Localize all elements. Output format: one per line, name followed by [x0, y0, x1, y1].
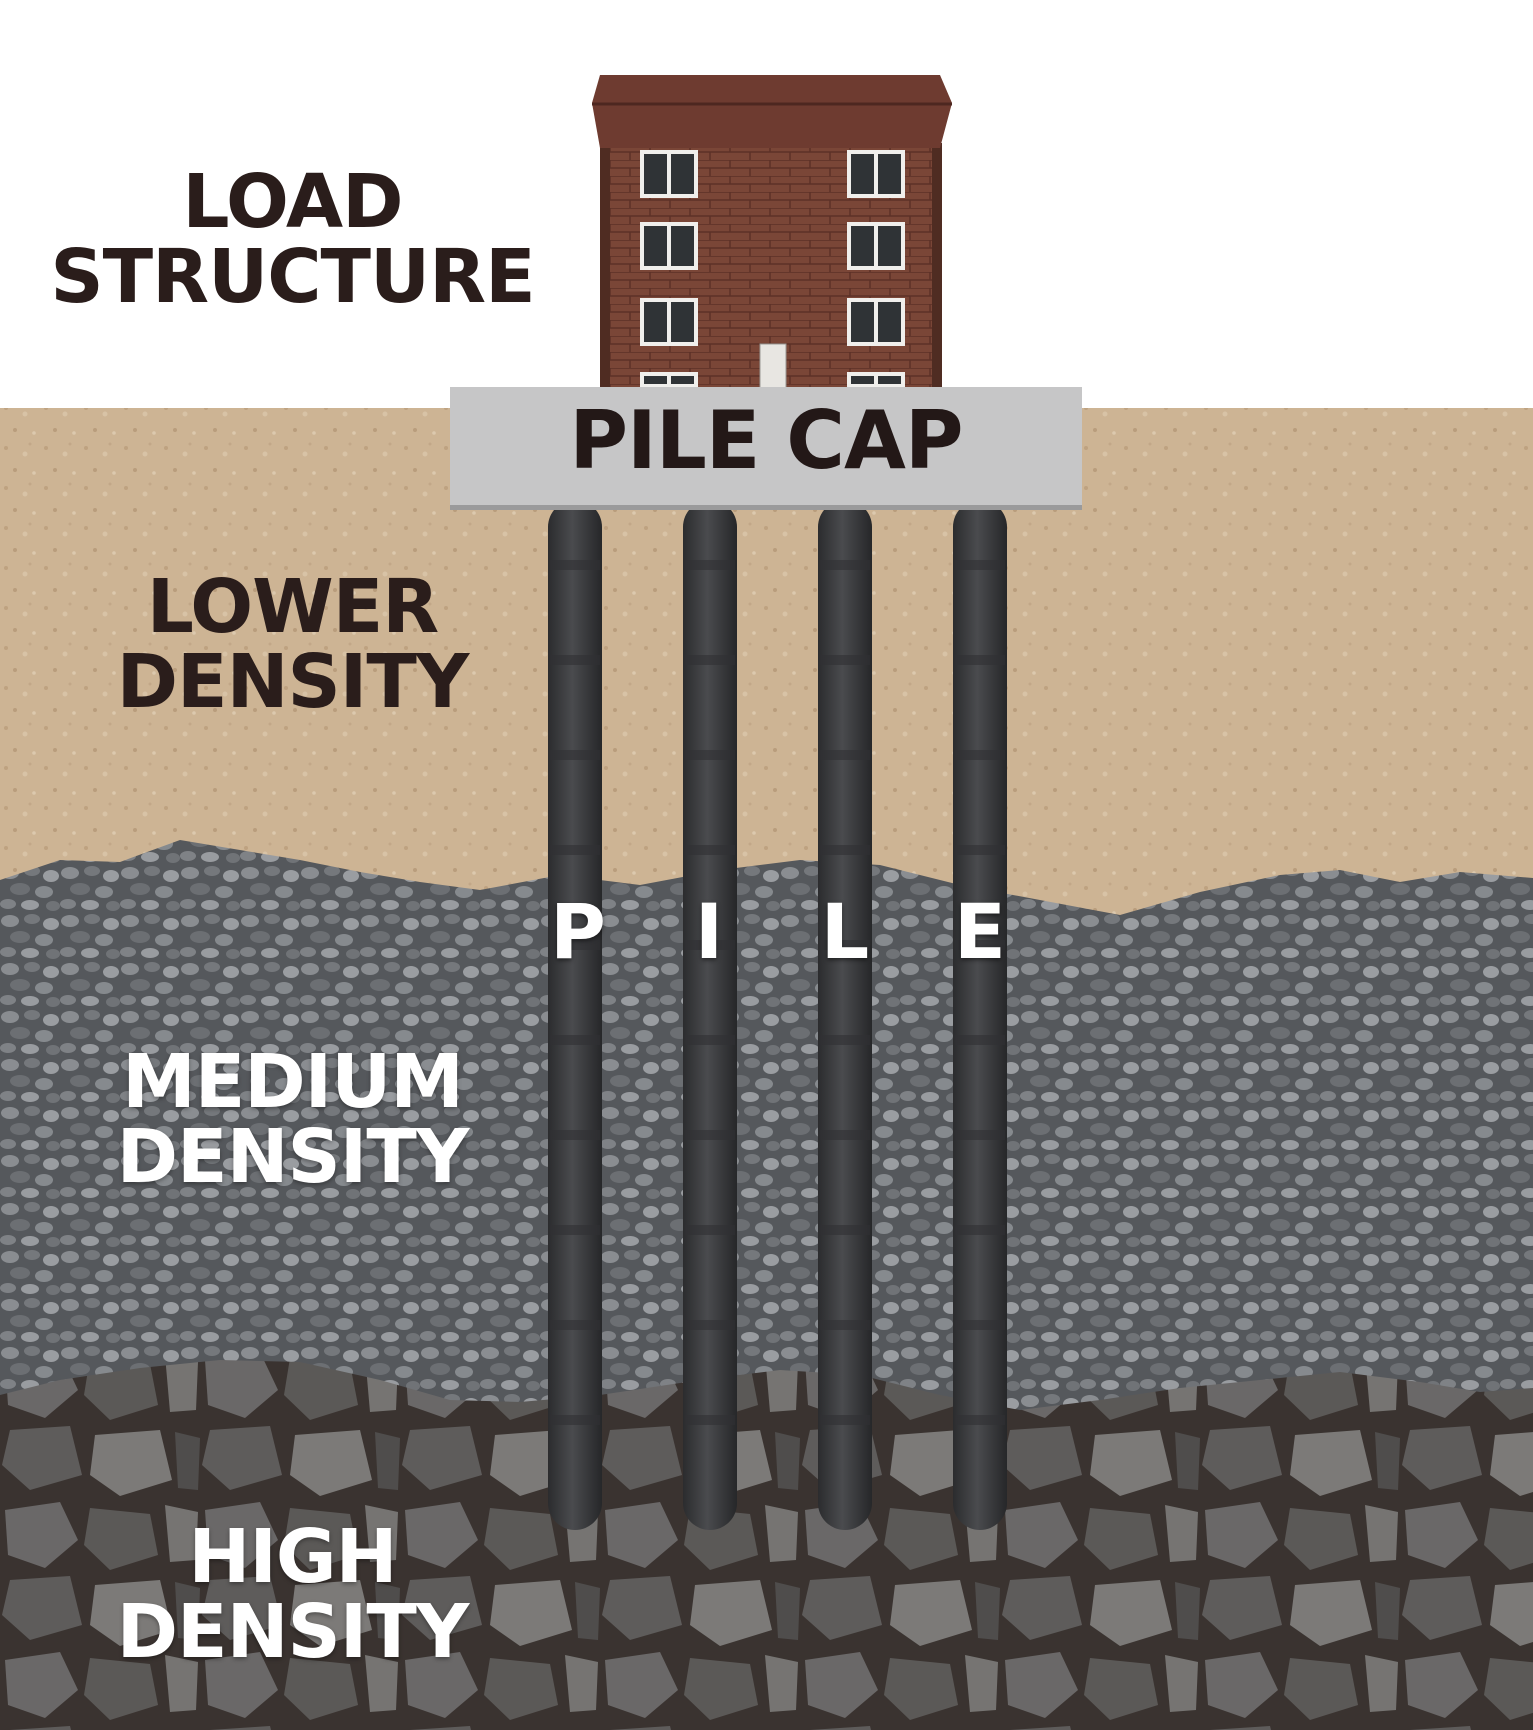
- high-density-rock-layer: [0, 1360, 1533, 1730]
- medium-density-label: MEDIUM DENSITY: [60, 1039, 525, 1201]
- pile-texture-band: [685, 750, 735, 760]
- pile-texture-band: [955, 940, 1005, 950]
- window-mullion: [874, 152, 878, 196]
- pile-letter-i: I: [694, 887, 724, 976]
- pile-letter-e: E: [954, 887, 1006, 976]
- pile-2: [683, 500, 737, 1530]
- pile-letter-p: P: [550, 887, 606, 976]
- pile-texture-band: [550, 845, 600, 855]
- window-mullion: [667, 224, 671, 268]
- load-structure-line-1: LOAD: [182, 159, 403, 245]
- lower-density-label: LOWER DENSITY: [60, 564, 525, 726]
- pile-texture-band: [550, 655, 600, 665]
- window-mullion: [667, 300, 671, 344]
- pile-texture-band: [685, 655, 735, 665]
- building-illustration: [592, 75, 952, 389]
- pile-texture-band: [955, 845, 1005, 855]
- pile-texture-band: [820, 1130, 870, 1140]
- window-mullion: [874, 374, 878, 386]
- pile-texture-band: [550, 1225, 600, 1235]
- pile-texture-band: [685, 560, 735, 570]
- building-roof: [592, 75, 952, 148]
- pile-cap: [450, 387, 1082, 508]
- pile-texture-band: [685, 1320, 735, 1330]
- pile-texture-band: [955, 1225, 1005, 1235]
- load-structure-line-2: STRUCTURE: [50, 234, 535, 321]
- high-density-label: HIGH DENSITY: [60, 1514, 525, 1676]
- window-mullion: [667, 152, 671, 196]
- pile-texture-band: [685, 845, 735, 855]
- pile-texture-band: [550, 1130, 600, 1140]
- pile-texture-band: [820, 1225, 870, 1235]
- pile-texture-band: [685, 1225, 735, 1235]
- lower-density-line-1: LOWER: [146, 564, 440, 650]
- high-density-line-2: DENSITY: [116, 1589, 470, 1676]
- pile-texture-band: [955, 655, 1005, 665]
- pile-cap-shadow: [450, 505, 1082, 510]
- pile-texture-band: [955, 1320, 1005, 1330]
- pile-texture-band: [685, 940, 735, 950]
- pile-cap-label: PILE CAP: [569, 394, 963, 487]
- pile-texture-band: [550, 1035, 600, 1045]
- pile-texture-band: [550, 1415, 600, 1425]
- lower-density-line-2: DENSITY: [116, 639, 470, 726]
- pile-texture-band: [955, 1415, 1005, 1425]
- building-door: [759, 343, 787, 389]
- piles-group: [548, 500, 1007, 1530]
- pile-texture-band: [820, 940, 870, 950]
- pile-texture-band: [550, 1320, 600, 1330]
- building-side-edge: [600, 143, 610, 388]
- pile-texture-band: [820, 560, 870, 570]
- pile-letter-l: L: [820, 887, 870, 976]
- pile-texture-band: [820, 845, 870, 855]
- pile-texture-band: [955, 1130, 1005, 1140]
- pile-texture-band: [550, 560, 600, 570]
- medium-density-line-2: DENSITY: [116, 1114, 470, 1201]
- pile-texture-band: [820, 750, 870, 760]
- pile-texture-band: [955, 750, 1005, 760]
- pile-texture-band: [550, 750, 600, 760]
- high-density-line-1: HIGH: [188, 1514, 397, 1600]
- pile-texture-band: [685, 1415, 735, 1425]
- pile-texture-band: [955, 1035, 1005, 1045]
- pile-3: [818, 500, 872, 1530]
- window-mullion: [874, 224, 878, 268]
- pile-texture-band: [955, 560, 1005, 570]
- pile-texture-band: [820, 655, 870, 665]
- pile-1: [548, 500, 602, 1530]
- medium-density-line-1: MEDIUM: [122, 1039, 464, 1125]
- pile-texture-band: [685, 1035, 735, 1045]
- window-mullion: [667, 374, 671, 386]
- pile-texture-band: [820, 1320, 870, 1330]
- pile-4: [953, 500, 1007, 1530]
- pile-texture-band: [685, 1130, 735, 1140]
- pile-texture-band: [550, 940, 600, 950]
- building-windows: [640, 150, 905, 388]
- building-side-edge-right: [932, 143, 942, 388]
- load-structure-label: LOAD STRUCTURE: [20, 159, 565, 321]
- pile-texture-band: [820, 1035, 870, 1045]
- window-mullion: [874, 300, 878, 344]
- pile-texture-band: [820, 1415, 870, 1425]
